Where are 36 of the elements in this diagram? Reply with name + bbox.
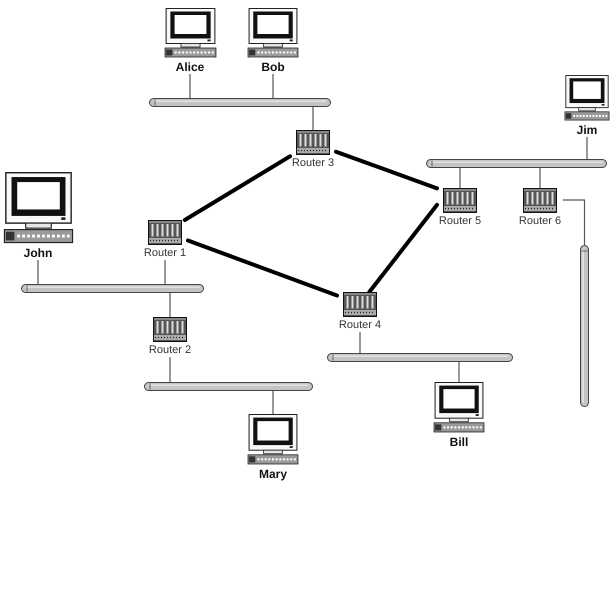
connection-line <box>186 238 339 298</box>
connection-line <box>272 391 274 414</box>
computer-name: Bill <box>450 435 468 449</box>
connection-line <box>312 107 314 130</box>
connection-line <box>164 260 166 284</box>
network-bus <box>426 159 607 168</box>
connection-line <box>182 154 292 222</box>
network-bus <box>21 284 204 293</box>
connection-line <box>272 74 274 98</box>
connection-line <box>563 199 586 245</box>
connection-line <box>458 362 460 382</box>
router-name: Router 6 <box>518 215 562 228</box>
network-bus <box>327 353 513 362</box>
connection-line <box>37 260 39 284</box>
network-bus <box>580 245 589 407</box>
computer-name: Alice <box>176 60 204 74</box>
router-name: Router 5 <box>438 215 482 228</box>
connection-line <box>169 357 171 382</box>
connection-line <box>586 137 588 159</box>
router-name: Router 2 <box>148 344 192 357</box>
connection-line <box>459 168 461 188</box>
connection-line <box>359 332 361 353</box>
router-name: Router 3 <box>292 157 334 170</box>
router-name: Router 1 <box>144 247 186 260</box>
computer-name: John <box>24 246 52 260</box>
connection-line <box>189 74 191 98</box>
connection-line <box>539 168 541 188</box>
connection-line <box>169 293 171 317</box>
computer-name: Bob <box>261 60 285 74</box>
network-bus <box>144 382 313 391</box>
computer-name: Jim <box>576 123 598 137</box>
network-bus <box>149 98 331 107</box>
connection-line <box>334 150 439 190</box>
connection-line <box>367 202 439 294</box>
computer-name: Mary <box>258 467 287 481</box>
router-name: Router 4 <box>338 319 382 332</box>
